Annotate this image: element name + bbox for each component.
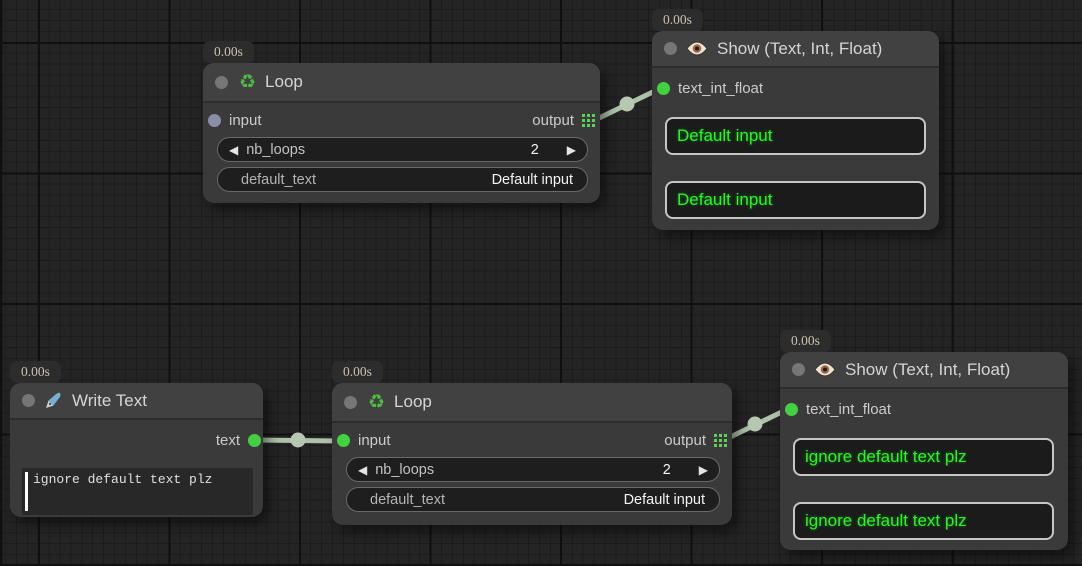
node-title: Show (Text, Int, Float) — [845, 359, 1011, 379]
node-header[interactable]: Show (Text, Int, Float) — [652, 31, 939, 68]
slot-row: input output — [332, 426, 732, 454]
show-text-box[interactable]: ignore default text plz — [793, 438, 1054, 476]
output-slot-dot[interactable] — [248, 433, 261, 447]
text-cursor — [25, 472, 28, 511]
node-loop-top[interactable]: 0.00s ♻ Loop input output ◀ nb_loops — [203, 41, 600, 203]
output-slot: text — [216, 432, 261, 449]
widget-label: nb_loops — [375, 461, 435, 478]
nb-loops-widget[interactable]: ◀ nb_loops 2 ▶ — [217, 137, 588, 162]
node-title: Show (Text, Int, Float) — [717, 38, 883, 58]
slot-row: text_int_float — [652, 74, 939, 102]
input-slot-dot[interactable] — [657, 81, 670, 95]
node-show-top[interactable]: 0.00s Show (Text, Int, Float) text_int_f… — [652, 9, 939, 230]
link-midpoint-dot — [290, 432, 306, 448]
node-header[interactable]: Show (Text, Int, Float) — [780, 352, 1068, 389]
eye-icon — [814, 362, 836, 377]
text-widget[interactable]: ignore default text plz — [22, 468, 253, 515]
input-slot-label: input — [358, 431, 391, 449]
slot-row: text — [10, 426, 263, 454]
execution-time-badge: 0.00s — [780, 330, 831, 352]
output-slot: output — [532, 112, 595, 129]
input-slot: text_int_float — [785, 401, 891, 418]
collapse-dot[interactable] — [664, 42, 677, 55]
slot-row: text_int_float — [780, 395, 1068, 423]
widget-label: nb_loops — [246, 141, 306, 158]
default-text-widget[interactable]: default_text Default input — [217, 167, 588, 192]
text-widget-value: ignore default text plz — [33, 472, 213, 487]
decrement-arrow-icon[interactable]: ◀ — [358, 462, 368, 477]
eye-icon — [686, 41, 708, 56]
show-text-box[interactable]: Default input — [665, 181, 926, 219]
node-show-bottom[interactable]: 0.00s Show (Text, Int, Float) text_int_f… — [780, 330, 1068, 550]
nb-loops-widget[interactable]: ◀ nb_loops 2 ▶ — [346, 457, 720, 482]
increment-arrow-icon[interactable]: ▶ — [566, 142, 576, 157]
collapse-dot[interactable] — [344, 395, 357, 409]
default-text-widget[interactable]: default_text Default input — [346, 487, 720, 512]
recycle-icon: ♻ — [368, 391, 386, 413]
widget-label: default_text — [370, 491, 445, 508]
input-slot-dot[interactable] — [337, 433, 350, 447]
show-text-box[interactable]: Default input — [665, 117, 926, 155]
recycle-icon: ♻ — [239, 71, 257, 93]
execution-time-badge: 0.00s — [332, 361, 383, 383]
output-grid-icon[interactable] — [582, 113, 595, 127]
execution-time-badge: 0.00s — [203, 41, 254, 63]
node-title: Loop — [265, 72, 303, 91]
widget-value: Default input — [491, 171, 573, 188]
node-title: Loop — [394, 392, 432, 411]
node-loop-bottom[interactable]: 0.00s ♻ Loop input output ◀ nb_loops — [332, 361, 732, 525]
input-slot-label: text_int_float — [678, 79, 764, 97]
output-grid-icon[interactable] — [714, 433, 727, 447]
widget-value: Default input — [623, 491, 705, 508]
output-slot-label: output — [532, 111, 574, 129]
execution-time-badge: 0.00s — [652, 9, 703, 31]
input-slot-label: text_int_float — [806, 400, 892, 418]
input-slot: input — [208, 112, 262, 129]
execution-time-badge: 0.00s — [10, 361, 61, 383]
collapse-dot[interactable] — [792, 363, 805, 376]
show-text-box[interactable]: ignore default text plz — [793, 502, 1054, 540]
widget-value: 2 — [530, 141, 539, 158]
node-write-text[interactable]: 0.00s Write Text text ignore default tex… — [10, 361, 263, 517]
slot-row: input output — [203, 106, 600, 134]
output-slot: output — [664, 432, 727, 449]
link-midpoint-dot — [747, 416, 763, 432]
collapse-dot[interactable] — [215, 75, 228, 89]
input-slot: input — [337, 432, 391, 449]
decrement-arrow-icon[interactable]: ◀ — [229, 142, 239, 157]
widget-label: default_text — [241, 171, 316, 188]
output-slot-label: text — [215, 431, 240, 449]
output-slot-label: output — [664, 431, 706, 449]
input-slot-dot[interactable] — [785, 402, 798, 416]
increment-arrow-icon[interactable]: ▶ — [698, 462, 708, 477]
node-header[interactable]: Write Text — [10, 383, 263, 420]
node-header[interactable]: ♻ Loop — [203, 63, 600, 103]
input-slot: text_int_float — [657, 80, 763, 97]
node-header[interactable]: ♻ Loop — [332, 383, 732, 423]
input-slot-label: input — [229, 111, 262, 129]
fountain-pen-icon — [46, 392, 61, 408]
collapse-dot[interactable] — [22, 394, 35, 407]
node-title: Write Text — [72, 390, 147, 410]
link-midpoint-dot — [619, 96, 635, 112]
widget-value: 2 — [662, 461, 671, 478]
input-slot-dot[interactable] — [208, 113, 221, 127]
